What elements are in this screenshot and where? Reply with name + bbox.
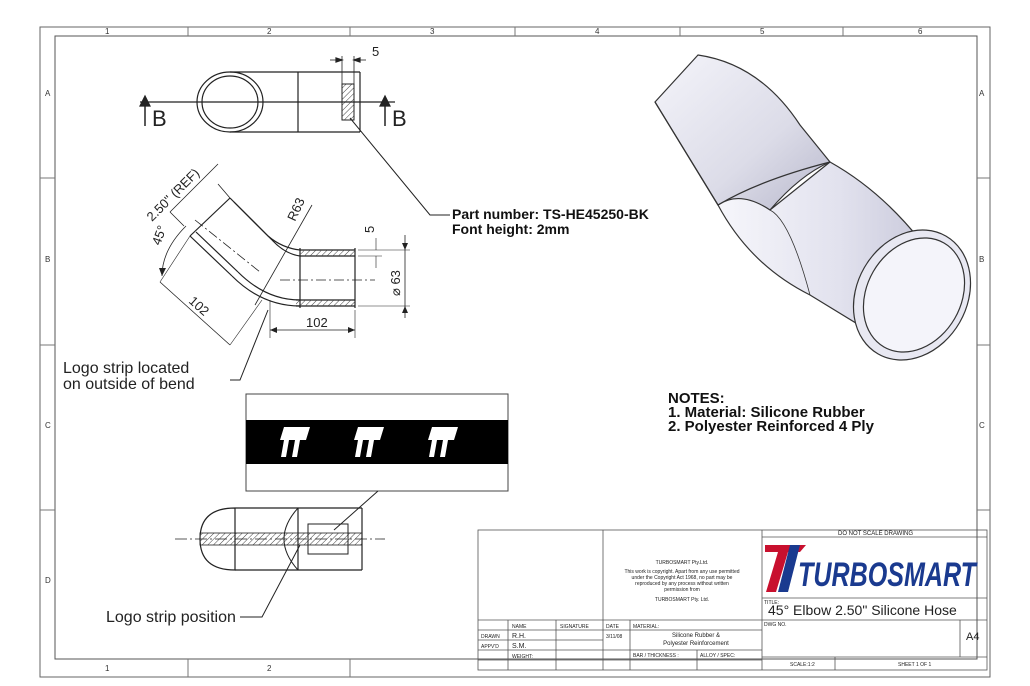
row-appvd-name: S.M.: [512, 643, 526, 650]
diameter-dimension: ⌀ 63: [388, 270, 403, 296]
zone-row-a: A: [45, 89, 51, 98]
bar-thickness: BAR / THICKNESS :: [633, 653, 679, 659]
zone-col-1-bottom: 1: [105, 664, 110, 673]
copyright-line-1: This work is copyright. Apart from any u…: [624, 569, 739, 575]
row-drawn-name: R.H.: [512, 633, 526, 640]
logo-strip-detail: [245, 393, 509, 492]
zone-row-c-right: C: [979, 421, 985, 430]
header-signature: SIGNATURE: [560, 624, 589, 630]
turbosmart-logo: TURBOSMART: [765, 545, 978, 594]
zone-col-2-bottom: 2: [267, 664, 272, 673]
elbow-section-view: [159, 163, 410, 346]
angle-dimension: 45°: [149, 223, 170, 247]
alloy-spec: ALLOY / SPEC:: [700, 653, 735, 659]
material-line-2: Polyester Reinforcement: [663, 641, 729, 647]
copyright-company: TURBOSMART Pty.Ltd.: [656, 560, 709, 566]
zone-col-6: 6: [918, 27, 923, 36]
logo-mark-2: [354, 427, 384, 457]
strip-dimension: 5: [362, 226, 377, 233]
copyright-line-2: under the Copyright Act 1968, no part ma…: [632, 575, 733, 581]
section-marker-left: B: [152, 106, 167, 131]
logo-wordmark: TURBOSMART: [798, 556, 978, 594]
zone-row-c: C: [45, 421, 51, 430]
copyright-line-3: reproduced by any process without writte…: [635, 581, 729, 587]
zone-col-5: 5: [760, 27, 765, 36]
logo-location-line2: on outside of bend: [63, 376, 195, 393]
zone-col-2: 2: [267, 27, 272, 36]
note-2: 2. Polyester Reinforced 4 Ply: [668, 418, 875, 435]
header-date: DATE: [606, 624, 620, 630]
logo-position-leader: [240, 544, 301, 618]
do-not-scale: DO NOT SCALE DRAWING: [838, 531, 913, 537]
zone-row-a-right: A: [979, 89, 985, 98]
bottom-leg-dimension: 102: [306, 315, 328, 330]
zone-col-4: 4: [595, 27, 600, 36]
row-drawn-date: 3/11/08: [606, 634, 623, 640]
top-view: [139, 56, 395, 133]
sheet-size: A4: [966, 631, 979, 643]
logo-mark-3: [428, 427, 458, 457]
header-material: MATERIAL:: [633, 624, 659, 630]
copyright-company-2: TURBOSMART Pty. Ltd.: [655, 597, 709, 603]
part-number-leader: [349, 117, 450, 216]
logo-mark-1: [280, 427, 310, 457]
hose-3d-view: [654, 54, 972, 361]
zone-col-1: 1: [105, 27, 110, 36]
header-name: NAME: [512, 624, 527, 630]
scale: SCALE:1:2: [790, 662, 815, 668]
logo-location-line1: Logo strip located: [63, 360, 189, 377]
zone-row-d: D: [45, 576, 51, 585]
material-line-1: Silicone Rubber &: [672, 633, 720, 639]
zone-row-b: B: [45, 255, 50, 264]
logo-position-label: Logo strip position: [106, 609, 236, 626]
zone-row-b-right: B: [979, 255, 984, 264]
row-weight-label: WEIGHT:: [512, 654, 533, 660]
inner-border: [54, 35, 978, 660]
font-height: Font height: 2mm: [452, 221, 569, 237]
sheet-number: SHEET 1 OF 1: [898, 662, 931, 668]
left-leg-dimension: 102: [186, 293, 212, 319]
copyright-line-4: permission from: [664, 587, 700, 593]
row-appvd-label: APPV'D: [481, 644, 499, 650]
strip-width-dim-top: 5: [372, 44, 379, 59]
title-block: [477, 529, 988, 671]
part-number: Part number: TS-HE45250-BK: [452, 206, 649, 222]
notes-heading: NOTES:: [668, 390, 725, 407]
dwg-no-label: DWG NO.: [764, 622, 787, 628]
side-view: [175, 507, 385, 571]
title-label: TITLE:: [764, 600, 779, 606]
section-marker-right: B: [392, 106, 407, 131]
logo-location-leader: [230, 309, 269, 381]
zone-col-3: 3: [430, 27, 435, 36]
drawing-title: 45° Elbow 2.50" Silicone Hose: [768, 602, 957, 618]
note-1: 1. Material: Silicone Rubber: [668, 404, 865, 421]
row-drawn-label: DRAWN: [481, 634, 500, 640]
